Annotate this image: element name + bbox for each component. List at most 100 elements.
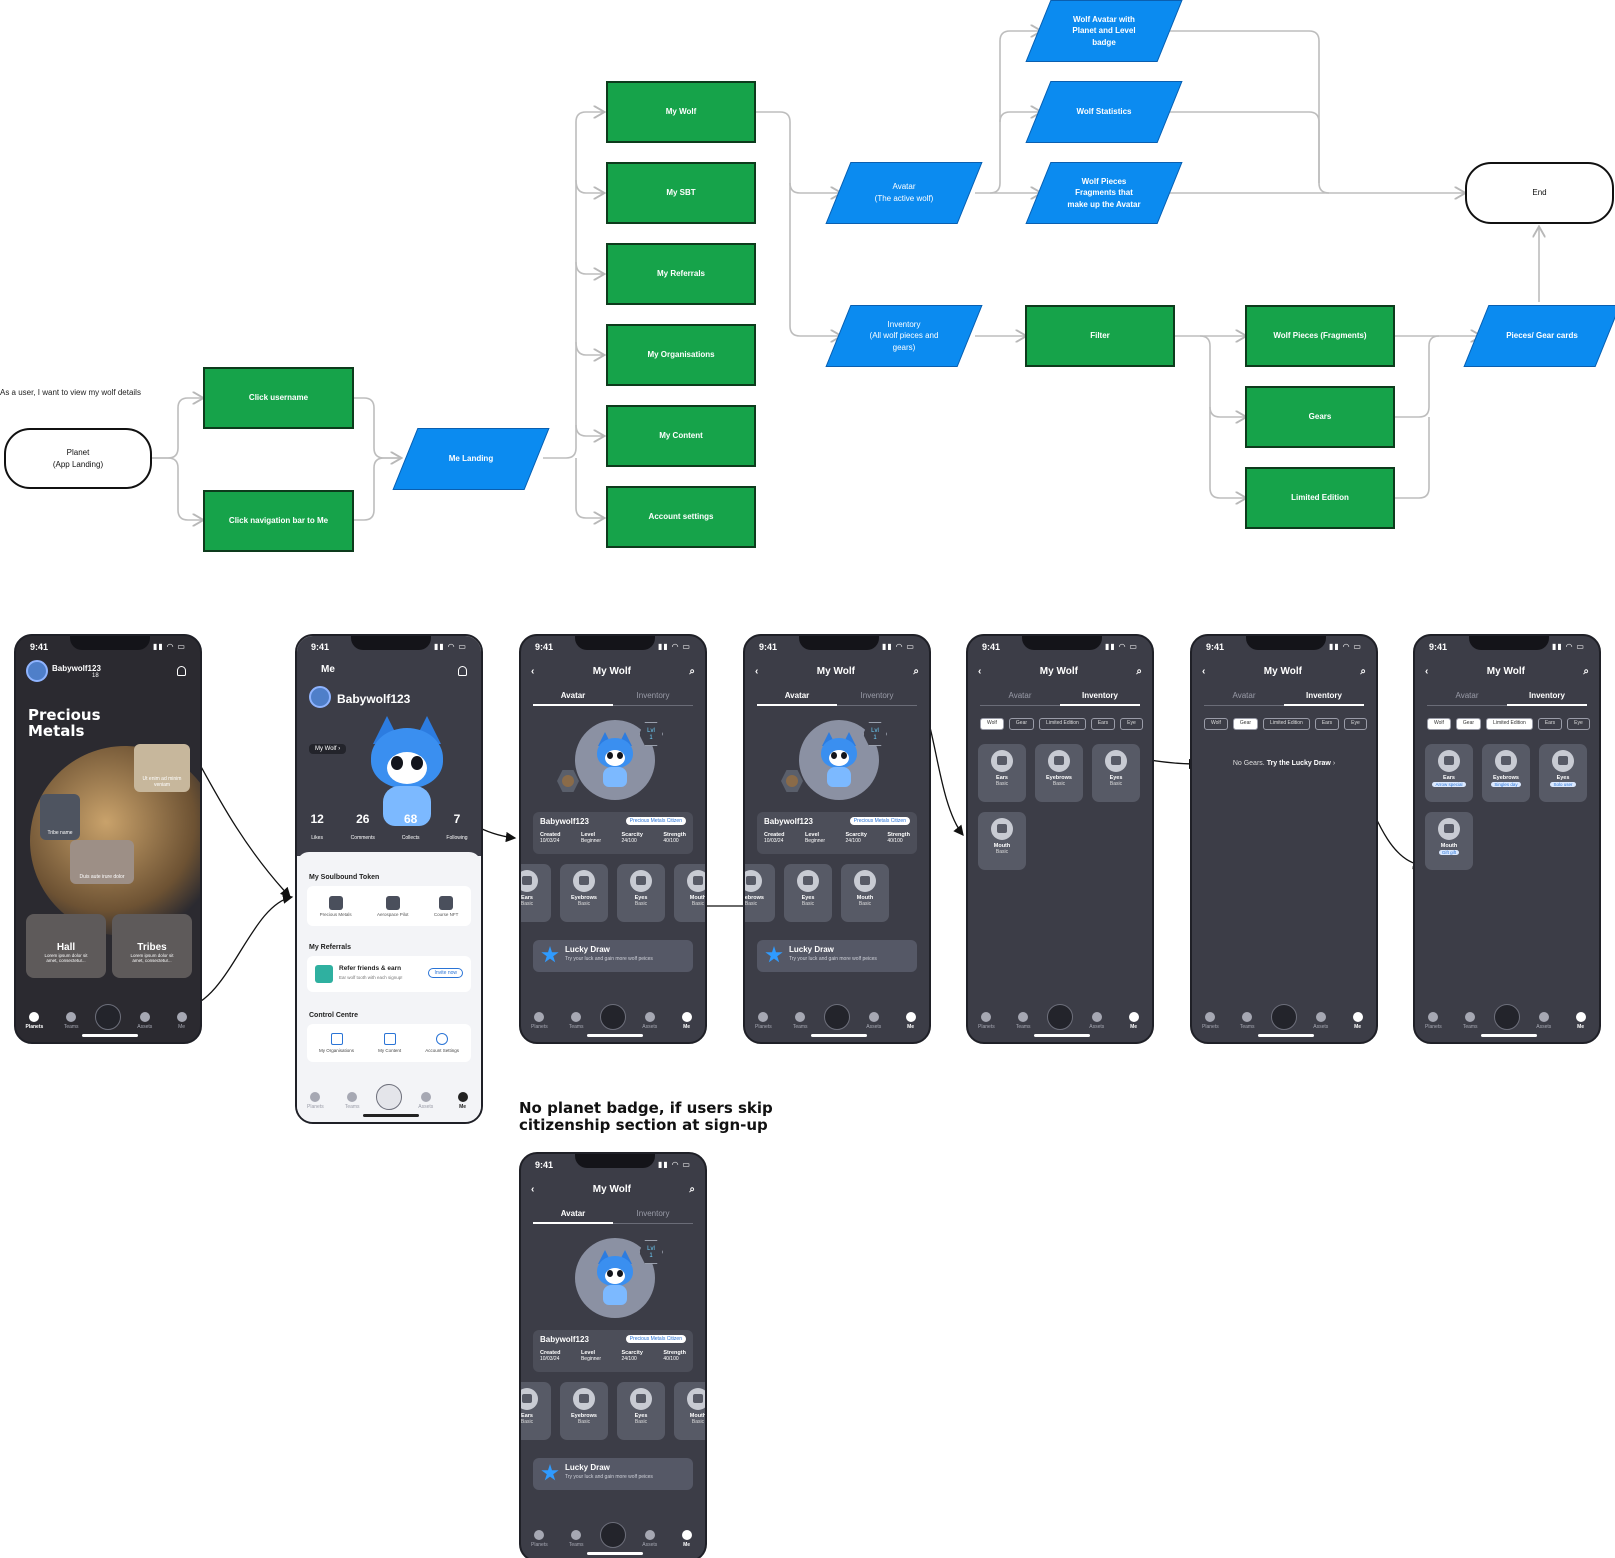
nav-assets[interactable]: Assets — [635, 1012, 665, 1030]
chip-ears[interactable]: Ears — [1537, 718, 1563, 730]
sbt-aerospace-pilot[interactable]: Aerospace Pilot — [377, 895, 409, 917]
tab-inventory[interactable]: Inventory — [613, 688, 693, 706]
nav-assets[interactable]: Assets — [1306, 1012, 1336, 1030]
nav-center[interactable] — [598, 1004, 628, 1032]
nav-center[interactable] — [822, 1004, 852, 1032]
tab-avatar[interactable]: Avatar — [533, 688, 613, 706]
search-icon[interactable]: ⌕ — [689, 665, 695, 677]
search-icon[interactable]: ⌕ — [913, 665, 919, 677]
tab-inventory[interactable]: Inventory — [1060, 688, 1140, 706]
nav-assets[interactable]: Assets — [130, 1012, 160, 1030]
nav-teams[interactable]: Teams — [561, 1530, 591, 1548]
lucky-draw-link[interactable]: Try the Lucky Draw — [1266, 760, 1331, 767]
nav-planets[interactable]: Planets — [300, 1092, 330, 1110]
invite-button[interactable]: Invite now — [428, 968, 463, 978]
control-organisations[interactable]: My Organisations — [319, 1033, 354, 1053]
nav-assets[interactable]: Assets — [1082, 1012, 1112, 1030]
chip-wolf[interactable]: Wolf — [980, 718, 1004, 730]
chip-gear[interactable]: Gear — [1008, 718, 1035, 730]
nav-assets[interactable]: Assets — [859, 1012, 889, 1030]
back-icon[interactable]: ‹ — [1425, 665, 1429, 677]
chip-eye[interactable]: Eye — [1567, 718, 1590, 730]
tab-inventory[interactable]: Inventory — [837, 688, 917, 706]
bell-icon[interactable] — [458, 666, 467, 676]
nav-me[interactable]: Me — [1119, 1012, 1149, 1030]
nav-me[interactable]: Me — [1566, 1012, 1596, 1030]
search-icon[interactable]: ⌕ — [1136, 665, 1142, 677]
back-icon[interactable]: ‹ — [755, 665, 759, 677]
nav-assets[interactable]: Assets — [635, 1530, 665, 1548]
nav-me[interactable]: Me — [672, 1012, 702, 1030]
search-icon[interactable]: ⌕ — [1583, 665, 1589, 677]
nav-planets[interactable]: Planets — [1418, 1012, 1448, 1030]
nav-center[interactable] — [1269, 1004, 1299, 1032]
dolor-card[interactable]: Duis aute irure dolor — [70, 840, 134, 884]
back-icon[interactable]: ‹ — [531, 665, 535, 677]
nav-me[interactable]: Me — [896, 1012, 926, 1030]
nav-me[interactable]: Me — [1343, 1012, 1373, 1030]
nav-teams[interactable]: Teams — [1008, 1012, 1038, 1030]
nav-planets[interactable]: Planets — [524, 1012, 554, 1030]
tab-avatar[interactable]: Avatar — [757, 688, 837, 706]
nav-me[interactable]: Me — [448, 1092, 478, 1110]
nav-center[interactable] — [1492, 1004, 1522, 1032]
chip-gear[interactable]: Gear — [1232, 718, 1259, 730]
tab-inventory[interactable]: Inventory — [1284, 688, 1364, 706]
search-icon[interactable]: ⌕ — [1360, 665, 1366, 677]
nav-teams[interactable]: Teams — [56, 1012, 86, 1030]
username-label[interactable]: Babywolf123 — [52, 663, 101, 673]
nav-me[interactable]: Me — [672, 1530, 702, 1548]
tab-inventory[interactable]: Inventory — [613, 1206, 693, 1224]
my-wolf-link[interactable]: My Wolf › — [309, 744, 347, 754]
nav-teams[interactable]: Teams — [561, 1012, 591, 1030]
control-settings[interactable]: Account Settings — [425, 1033, 459, 1053]
nav-center[interactable] — [374, 1084, 404, 1112]
planet-card[interactable]: Ut enim ad minim veniam — [134, 744, 190, 792]
hall-card[interactable]: Hall Lorem ipsum dolor sit amet, consect… — [26, 914, 106, 978]
nav-planets[interactable]: Planets — [19, 1012, 49, 1030]
bell-icon[interactable] — [177, 666, 186, 676]
nav-center[interactable] — [1045, 1004, 1075, 1032]
tab-inventory[interactable]: Inventory — [1507, 688, 1587, 706]
nav-assets[interactable]: Assets — [411, 1092, 441, 1110]
nav-planets[interactable]: Planets — [524, 1530, 554, 1548]
nav-center[interactable] — [598, 1522, 628, 1550]
nav-planets[interactable]: Planets — [971, 1012, 1001, 1030]
nav-center[interactable] — [93, 1004, 123, 1032]
nav-teams[interactable]: Teams — [337, 1092, 367, 1110]
nav-planets[interactable]: Planets — [1195, 1012, 1225, 1030]
tab-avatar[interactable]: Avatar — [1204, 688, 1284, 706]
back-icon[interactable]: ‹ — [1202, 665, 1206, 677]
chip-gear[interactable]: Gear — [1455, 718, 1482, 730]
control-content[interactable]: My Content — [378, 1033, 401, 1053]
chip-limited[interactable]: Limited Edition — [1263, 718, 1310, 730]
avatar[interactable] — [26, 660, 48, 682]
sbt-precious-metals[interactable]: Precious Metals — [320, 895, 352, 917]
tab-avatar[interactable]: Avatar — [980, 688, 1060, 706]
chip-ears[interactable]: Ears — [1314, 718, 1340, 730]
nav-planets[interactable]: Planets — [748, 1012, 778, 1030]
back-icon[interactable]: ‹ — [978, 665, 982, 677]
nav-assets[interactable]: Assets — [1529, 1012, 1559, 1030]
chip-ears[interactable]: Ears — [1090, 718, 1116, 730]
chip-wolf[interactable]: Wolf — [1204, 718, 1228, 730]
tab-avatar[interactable]: Avatar — [533, 1206, 613, 1224]
chip-limited[interactable]: Limited Edition — [1486, 718, 1533, 730]
